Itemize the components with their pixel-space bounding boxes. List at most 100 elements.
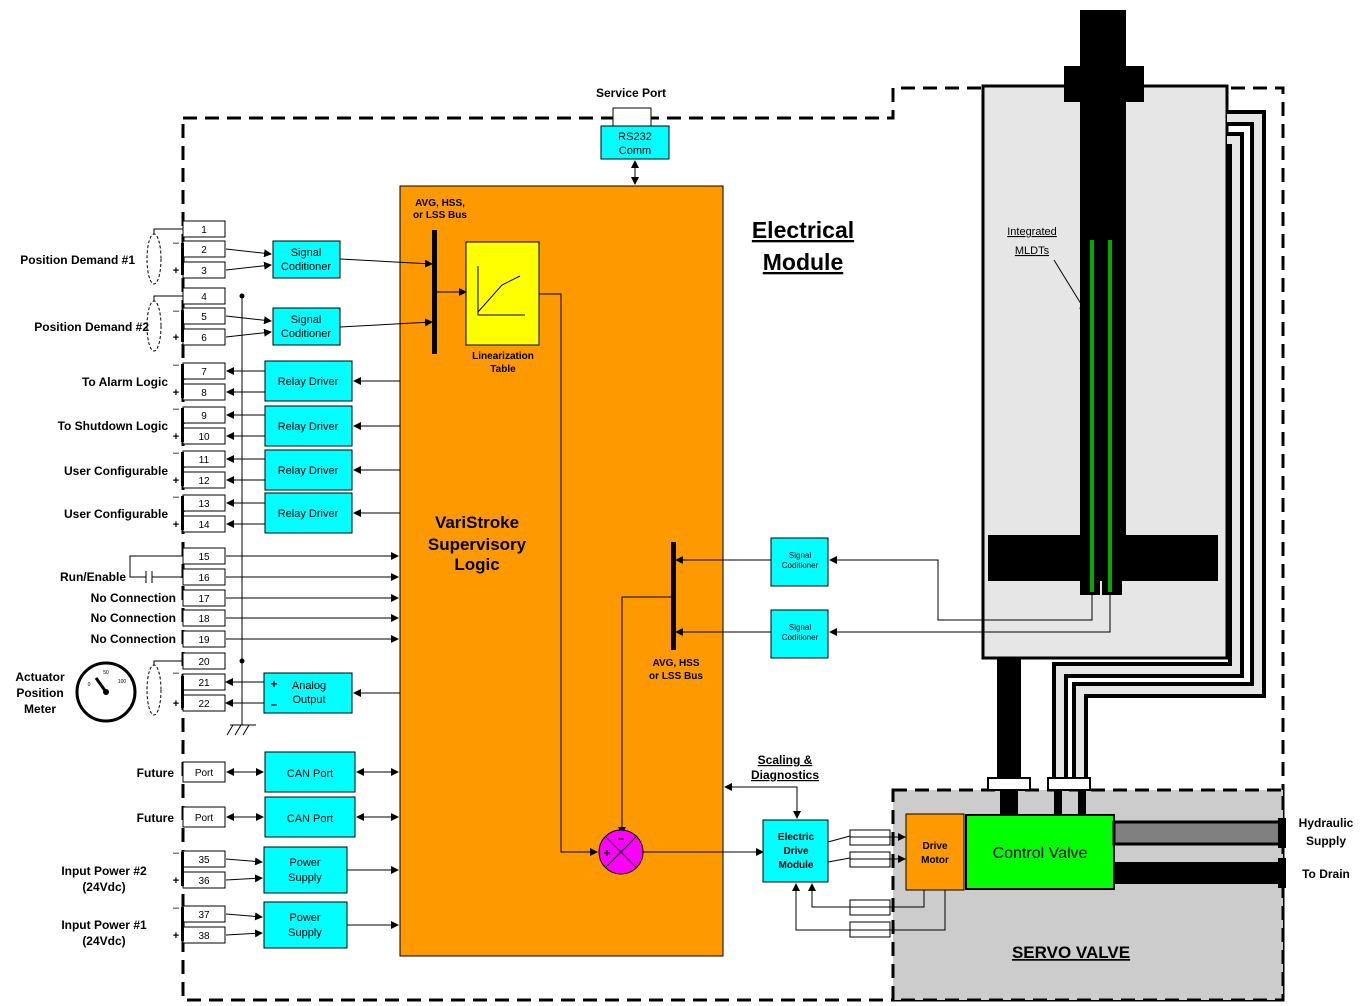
- terminal-18: [182, 609, 226, 627]
- terminal-19: [182, 630, 226, 648]
- plus-marker: +: [173, 519, 179, 531]
- plus-marker: +: [173, 332, 179, 344]
- port-box-2: [182, 806, 226, 828]
- control-valve: [965, 814, 1115, 890]
- bus-bottom: [671, 542, 676, 650]
- logic-label-2: Supervisory: [428, 535, 527, 554]
- plus-marker: +: [173, 265, 179, 277]
- terminal-label-1: 1: [201, 225, 207, 236]
- hydraulic-label-2: Supply: [1306, 834, 1346, 848]
- meter-gauge-icon: [75, 661, 137, 723]
- service-port-label: Service Port: [596, 86, 666, 100]
- ao-label-2: Output: [292, 694, 325, 706]
- electrical-title-1: Electrical: [752, 217, 854, 243]
- terminal-17: [182, 589, 226, 607]
- label-no-connection-1: No Connection: [91, 591, 176, 605]
- ao-plus: +: [270, 677, 277, 691]
- minus-marker: –: [173, 237, 180, 249]
- drive-label-1: Drive: [922, 841, 947, 852]
- port-label-2: Port: [195, 813, 214, 824]
- electrical-module-boundary: [181, 86, 1285, 1002]
- terminal-label-14: 14: [198, 520, 210, 531]
- terminal-label-35: 35: [198, 855, 210, 866]
- terminal-label-2: 2: [201, 245, 207, 256]
- bus-top: [432, 230, 437, 354]
- linearization-label-2: Table: [490, 364, 516, 375]
- plus-marker: +: [173, 875, 179, 887]
- label-position-demand-1: Position Demand #1: [20, 253, 135, 267]
- port-box-1: [182, 761, 226, 783]
- minus-marker: –: [173, 447, 180, 459]
- terminal-label-13: 13: [198, 499, 210, 510]
- minus-marker: –: [173, 902, 180, 914]
- logic-label-3: Logic: [454, 555, 499, 574]
- minus-marker: –: [173, 359, 180, 371]
- label-user-config-2: User Configurable: [64, 507, 168, 521]
- label-future-2: Future: [137, 811, 175, 825]
- relay-driver-label: Relay Driver: [278, 376, 339, 388]
- mldt-label-1: Integrated: [1007, 226, 1057, 238]
- label-actuator-1: Actuator: [15, 670, 65, 684]
- sc-r1-label-2: Coditioner: [782, 561, 819, 570]
- terminal-label-3: 3: [201, 266, 207, 277]
- power-supply-1: [263, 901, 348, 949]
- drive-label-2: Motor: [921, 855, 949, 866]
- label-input2-2: (24Vdc): [82, 880, 125, 894]
- label-future-1: Future: [137, 766, 175, 780]
- terminal-label-7: 7: [201, 367, 207, 378]
- sc-r2-label-2: Coditioner: [782, 633, 819, 642]
- relay-driver-label: Relay Driver: [278, 508, 339, 520]
- drive-motor: [905, 813, 965, 891]
- rs232-label-2: Comm: [619, 145, 651, 157]
- electric-drive-module: [762, 819, 829, 883]
- terminal-label-21: 21: [198, 678, 210, 689]
- sum-plus: +: [603, 846, 610, 860]
- terminal-label-37: 37: [198, 910, 210, 921]
- relay-driver-3: [264, 449, 353, 491]
- linearization-label-1: Linearization: [472, 351, 534, 362]
- bus-bottom-label-1: AVG, HSS: [652, 658, 699, 669]
- terminal-label-4: 4: [201, 292, 207, 303]
- signal-conditioner-1: [272, 240, 341, 279]
- bus-top-label-1: AVG, HSS,: [415, 198, 465, 209]
- sc2-label-2: Coditioner: [281, 328, 331, 340]
- sc-r2-label-1: Signal: [789, 623, 811, 632]
- terminal-label-6: 6: [201, 333, 207, 344]
- signal-conditioner-right-1: [770, 537, 829, 587]
- relay-driver-2: [264, 405, 353, 447]
- label-user-config-1: User Configurable: [64, 464, 168, 478]
- logic-label-1: VariStroke: [435, 513, 519, 532]
- plus-marker: +: [173, 698, 179, 710]
- scaling-label-1: Scaling &: [758, 753, 813, 767]
- mldt-label-2: MLDTs: [1015, 245, 1050, 257]
- minus-marker: –: [173, 403, 180, 415]
- terminal-label-11: 11: [199, 455, 210, 466]
- ps2-label-1: Power: [289, 857, 321, 869]
- label-no-connection-2: No Connection: [91, 611, 176, 625]
- label-position-demand-2: Position Demand #2: [34, 320, 149, 334]
- signal-conditioner-right-2: [770, 609, 829, 659]
- edm-label-1: Electric: [778, 832, 815, 843]
- relay-driver-1: [264, 360, 353, 402]
- plus-marker: +: [173, 431, 179, 443]
- analog-output: [263, 672, 353, 714]
- minus-marker: –: [173, 847, 180, 859]
- sc-r1-label-1: Signal: [789, 551, 811, 560]
- scaling-label-2: Diagnostics: [751, 768, 819, 782]
- meter-tick-50: 50: [103, 670, 109, 676]
- can-port-1: [264, 751, 356, 793]
- minus-marker: –: [173, 667, 180, 679]
- servo-valve-label: SERVO VALVE: [1012, 943, 1130, 962]
- can-port-2-label: CAN Port: [287, 813, 333, 825]
- rs232-label-1: RS232: [618, 131, 652, 143]
- sc1-label-2: Coditioner: [281, 261, 331, 273]
- label-to-shutdown: To Shutdown Logic: [58, 419, 169, 433]
- rs232-box: [600, 125, 670, 160]
- electrical-title-2: Module: [763, 249, 844, 275]
- can-port-2: [264, 796, 356, 838]
- terminal-label-18: 18: [198, 614, 210, 625]
- ps1-label-1: Power: [289, 912, 321, 924]
- terminal-label-12: 12: [198, 476, 210, 487]
- terminal-label-15: 15: [198, 552, 210, 563]
- edm-label-3: Module: [779, 860, 814, 871]
